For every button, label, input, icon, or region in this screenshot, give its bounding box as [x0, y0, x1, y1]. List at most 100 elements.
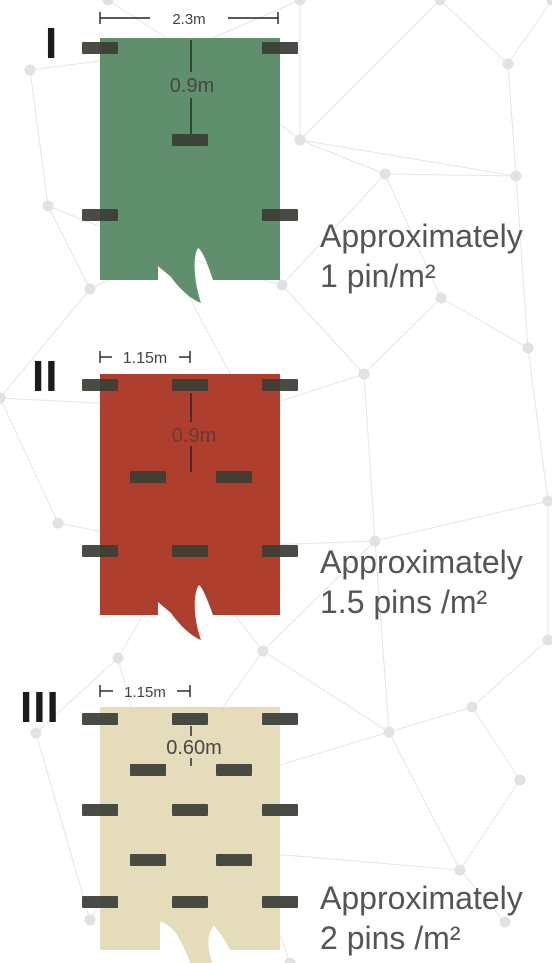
network-node — [499, 916, 511, 928]
panel-1-width-label: 2.3m — [172, 11, 205, 28]
network-line — [374, 540, 390, 733]
network-node — [369, 535, 381, 547]
network-line — [388, 731, 461, 871]
pin-icon — [82, 379, 118, 391]
network-line — [35, 732, 91, 921]
pin-icon — [172, 804, 208, 816]
pin-icon — [82, 545, 118, 557]
pin-icon — [172, 896, 208, 908]
panel-3-width-label: 1.15m — [124, 684, 166, 701]
network-line — [47, 205, 91, 290]
pin-icon — [216, 471, 252, 483]
panel-3-density-line1: Approximately — [320, 880, 523, 916]
pin-icon — [216, 854, 252, 866]
network-line — [0, 397, 59, 524]
network-line — [384, 173, 517, 177]
network-node — [522, 342, 534, 354]
network-line — [35, 657, 119, 734]
panel-2-pins — [82, 379, 298, 557]
network-node — [276, 279, 288, 291]
network-line — [515, 175, 529, 349]
pin-icon — [130, 764, 166, 776]
network-line — [281, 173, 386, 286]
network-node — [510, 170, 522, 182]
pin-icon — [262, 545, 298, 557]
network-node — [42, 200, 54, 212]
network-line — [459, 869, 506, 923]
network-line — [527, 347, 549, 502]
panel-2-density-line2: 1.5 pins /m² — [320, 584, 488, 620]
network-line — [299, 139, 517, 177]
panel-1-numeral: I — [45, 19, 59, 68]
network-node — [30, 727, 42, 739]
pin-icon — [130, 854, 166, 866]
network-line — [299, 139, 386, 175]
pin-icon — [130, 471, 166, 483]
panel-1-density-line2: 1 pin/m² — [320, 258, 436, 294]
network-node — [514, 774, 526, 786]
network-node — [435, 292, 447, 304]
network-line — [374, 500, 549, 542]
panel-3-density-line2: 2 pins /m² — [320, 920, 461, 956]
panel-2-density: Approximately 1.5 pins /m² — [320, 542, 523, 622]
pin-icon — [262, 209, 298, 221]
network-node — [284, 957, 296, 963]
network-node — [358, 368, 370, 380]
network-line — [363, 297, 442, 375]
network-line — [507, 0, 552, 65]
pin-icon — [82, 42, 118, 54]
network-line — [0, 288, 91, 399]
pin-icon — [172, 545, 208, 557]
panel-1-pins — [82, 42, 298, 221]
network-node — [52, 517, 64, 529]
network-line — [281, 284, 365, 375]
network-node — [379, 168, 391, 180]
network-line — [29, 69, 49, 207]
network-node — [502, 58, 514, 70]
pin-icon — [262, 713, 298, 725]
panel-3-pins — [82, 713, 298, 908]
network-line — [363, 373, 376, 542]
network-node — [546, 0, 552, 6]
network-line — [507, 63, 517, 177]
network-line — [262, 540, 376, 652]
pin-icon — [82, 209, 118, 221]
pin-icon — [172, 134, 208, 146]
network-line — [471, 706, 521, 781]
panel-2-sheet — [100, 374, 280, 640]
network-node — [454, 864, 466, 876]
network-node — [84, 914, 96, 926]
network-line — [388, 706, 473, 733]
network-node — [542, 495, 552, 507]
network-line — [459, 779, 521, 871]
pin-icon — [172, 379, 208, 391]
pin-icon — [216, 764, 252, 776]
pin-icon — [262, 804, 298, 816]
network-node — [112, 652, 124, 664]
pin-icon — [82, 804, 118, 816]
network-node — [294, 0, 306, 6]
panel-2-numeral: II — [32, 352, 59, 401]
panel-3-density: Approximately 2 pins /m² — [320, 878, 523, 958]
panel-1-width-dimension — [99, 12, 279, 24]
panel-1-spacing-label: 0.9m — [170, 75, 214, 97]
network-node — [257, 645, 269, 657]
network-line — [299, 0, 441, 141]
network-node — [294, 134, 306, 146]
panel-1-density: Approximately 1 pin/m² — [320, 216, 523, 296]
network-line — [384, 173, 442, 299]
pin-icon — [82, 713, 118, 725]
network-node — [0, 392, 6, 404]
panel-3-spacing-label: 0.60m — [166, 737, 222, 759]
network-line — [262, 650, 390, 733]
network-node — [24, 64, 36, 76]
panel-3-numeral: III — [20, 683, 60, 732]
network-node — [466, 701, 478, 713]
panel-2-width-label: 1.15m — [123, 350, 167, 367]
network-node — [102, 0, 114, 6]
panel-2-width-dimension — [99, 351, 191, 363]
